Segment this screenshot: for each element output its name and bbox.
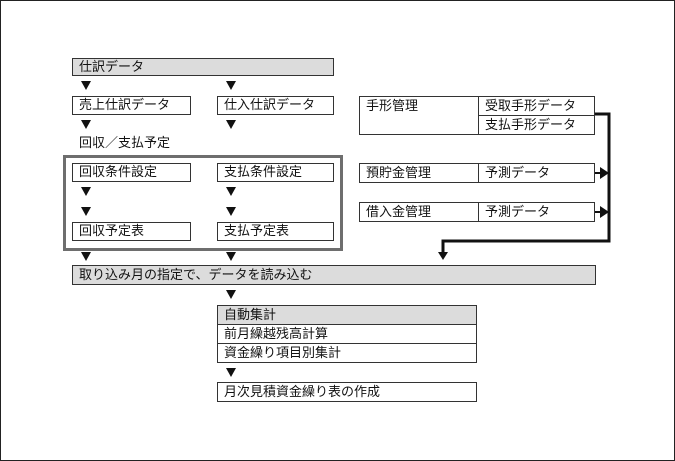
yotei-group-frame xyxy=(63,155,343,251)
arrow-down-icon xyxy=(226,368,236,377)
tegata-kanri-box: 手形管理 xyxy=(359,96,479,135)
arrow-down-icon xyxy=(226,252,236,261)
arrow-down-icon xyxy=(81,81,91,90)
arrow-down-icon xyxy=(226,290,236,299)
kariire-connector-arrowhead xyxy=(600,206,609,218)
torikomi-box: 取り込み月の指定で、データを読み込む xyxy=(72,265,596,285)
jido-shukei-box: 自動集計 xyxy=(217,305,477,325)
uketori-tegata-box: 受取手形データ xyxy=(478,96,595,116)
arrow-down-icon xyxy=(81,207,91,216)
uriage-shiwake-box: 売上仕訳データ xyxy=(72,96,191,115)
kaishu-joken-box: 回収条件設定 xyxy=(72,163,191,182)
arrow-down-icon xyxy=(226,187,236,196)
arrow-down-icon xyxy=(226,81,236,90)
arrow-down-icon xyxy=(81,120,91,129)
tegata-connector-arrowhead xyxy=(438,252,448,260)
arrow-down-icon xyxy=(81,252,91,261)
arrow-down-icon xyxy=(81,187,91,196)
getsuji-mitsumori-box: 月次見積資金繰り表の作成 xyxy=(217,382,477,402)
yochokin-connector-arrowhead xyxy=(600,167,609,179)
shiwake-data-box: 仕訳データ xyxy=(72,58,334,76)
yochokin-kanri-box: 預貯金管理 xyxy=(359,163,479,183)
arrow-down-icon xyxy=(226,207,236,216)
shiharai-yotei-hyo-box: 支払予定表 xyxy=(217,222,334,241)
shiharai-tegata-box: 支払手形データ xyxy=(478,115,595,135)
shikinguri-shukei-box: 資金繰り項目別集計 xyxy=(217,343,477,363)
zengetsu-kurikoshi-box: 前月繰越残高計算 xyxy=(217,324,477,344)
arrow-down-icon xyxy=(226,120,236,129)
shiharai-joken-box: 支払条件設定 xyxy=(217,163,334,182)
kariirekin-kanri-box: 借入金管理 xyxy=(359,202,479,222)
yosoku-data-1-box: 予測データ xyxy=(478,163,595,183)
yosoku-data-2-box: 予測データ xyxy=(478,202,595,222)
kaishu-shiharai-yotei-label: 回収／支払予定 xyxy=(79,136,171,151)
shiire-shiwake-box: 仕入仕訳データ xyxy=(217,96,334,115)
kaishu-yotei-hyo-box: 回収予定表 xyxy=(72,222,191,241)
tegata-connector-line xyxy=(441,112,611,254)
